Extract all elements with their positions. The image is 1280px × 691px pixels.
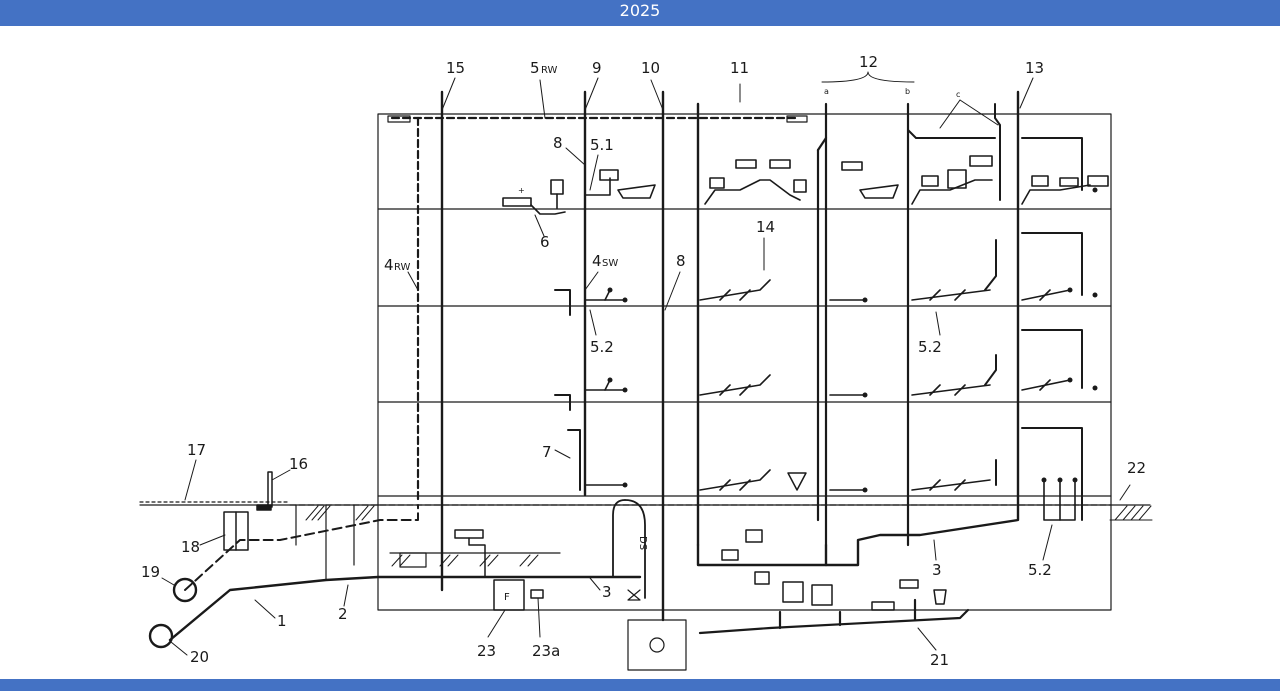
label-5rw: 5 [530,59,540,77]
label-11: 11 [730,59,749,77]
inspection-chamber-18 [223,471,273,551]
leader-lines [161,71,1131,656]
building-outline [377,113,1112,611]
vent-pipe-c [907,103,1083,521]
label-8a: 8 [553,134,563,152]
label-plus: + [518,186,525,195]
ground-surface [139,501,1153,581]
roof-gully-right [786,115,808,123]
label-5rw-sub: RW [541,65,558,76]
fixture-branches [584,279,1076,521]
fixtures-top-floor [502,155,1109,215]
label-4sw: 4 [592,252,602,270]
label-2: 2 [338,605,348,623]
label-3b: 3 [932,561,942,579]
label-23: 23 [477,642,496,660]
label-4rw: 4 [384,256,394,274]
label-18: 18 [181,538,200,556]
label-5-2a: 5.2 [590,338,614,356]
header-bar: 2025 [0,0,1280,26]
label-13: 13 [1025,59,1044,77]
label-ds: DS [637,536,648,550]
basement-fixtures [454,472,947,611]
sewer-19 [172,577,198,603]
label-8b: 8 [676,252,686,270]
label-15: 15 [446,59,465,77]
collector-pipe-21 [698,598,970,635]
label-16: 16 [289,455,308,473]
label-23a: 23a [532,642,560,660]
label-5-2c: 5.2 [1028,561,1052,579]
stack-12 [816,102,828,547]
label-20: 20 [190,648,209,666]
label-17: 17 [187,441,206,459]
footer-bar [0,679,1280,691]
label-12: 12 [859,53,878,71]
label-19: 19 [141,563,160,581]
stack-4sw [554,289,581,491]
label-5-2b: 5.2 [918,338,942,356]
label-5-1: 5.1 [590,136,614,154]
label-7: 7 [542,443,552,461]
labels: 15 5 RW 9 10 11 12 a b 13 c 8 5.1 + 6 14… [141,53,1146,669]
sewer-pipe-19 [184,504,419,591]
label-9: 9 [592,59,602,77]
label-22: 22 [1127,459,1146,477]
label-f: F [504,592,510,603]
stack-4rw [390,116,800,502]
roof-gully-left [387,115,411,123]
label-10: 10 [641,59,660,77]
label-4sw-sub: SW [602,258,618,269]
collector-pipe-3 [696,503,1020,567]
label-1: 1 [277,612,287,630]
label-3a: 3 [602,583,612,601]
label-c: c [956,90,960,99]
outlet-dots [607,187,1098,493]
label-21: 21 [930,651,949,669]
label-12a: a [824,87,829,96]
ds-loop [612,499,646,601]
sewer-20 [148,623,174,649]
label-4rw-sub: RW [394,262,411,273]
label-14: 14 [756,218,775,236]
collector-pipe-2 [168,575,642,642]
label-12b: b [905,87,910,96]
label-6: 6 [540,233,550,251]
header-title: 2025 [619,1,661,20]
